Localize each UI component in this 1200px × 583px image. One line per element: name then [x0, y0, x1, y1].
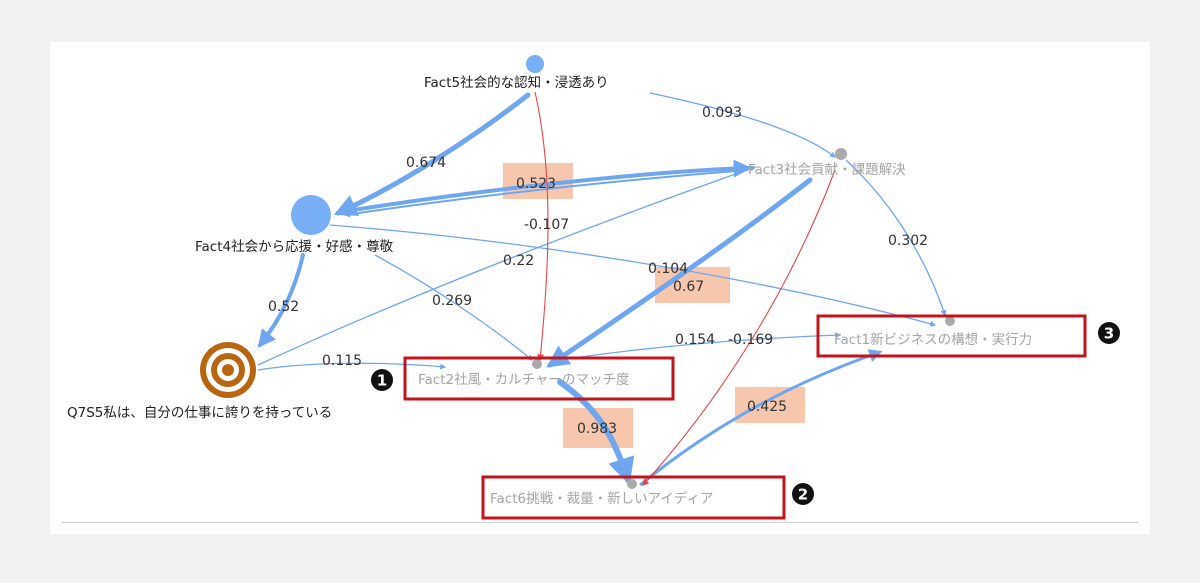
path-diagram: Fact5社会的な認知・浸透あり Fact4社会から応援・好感・尊敬 Fact3…	[67, 55, 1120, 520]
edge-fact5-fact2	[534, 91, 549, 362]
node-fact3-circle[interactable]	[835, 148, 847, 160]
edge-label-fact4-fact3: 0.523	[516, 176, 556, 192]
edge-fact4-fact2	[374, 254, 533, 361]
diagram-panel: Fact5社会的な認知・浸透あり Fact4社会から応援・好感・尊敬 Fact3…	[50, 42, 1150, 534]
edge-label-fact2-fact1: 0.154	[675, 332, 715, 348]
edge-label-fact5-fact2: -0.107	[524, 217, 569, 233]
node-fact1-label: Fact1新ビジネスの構想・実行力	[834, 332, 1032, 348]
node-fact2-circle[interactable]	[532, 359, 542, 369]
svg-text:1: 1	[377, 372, 387, 390]
target-icon[interactable]	[200, 342, 256, 398]
edge-label-fact3-fact1: 0.302	[888, 233, 928, 249]
highlight-box-fact6	[481, 475, 786, 520]
edge-label-fact6-fact1: 0.425	[747, 399, 787, 415]
svg-text:3: 3	[1104, 325, 1114, 343]
edge-fact2-fact1	[559, 332, 842, 361]
edge-label-fact3-fact2: 0.67	[673, 279, 704, 295]
node-fact4-circle[interactable]	[291, 195, 331, 235]
edge-fact5-fact4	[333, 92, 531, 216]
edge-label-fact5-fact3: 0.093	[702, 105, 742, 121]
node-q7s5-label: Q7S5私は、自分の仕事に誇りを持っている	[67, 405, 332, 421]
edge-fact4-fact3	[338, 159, 752, 214]
edge-fact3-fact2	[546, 177, 813, 368]
edge-label-fact4-fact2: 0.269	[432, 293, 472, 309]
edge-fact4-q7s5	[257, 253, 305, 348]
edge-label-fact4-fact1: 0.104	[648, 261, 688, 277]
edge-q7s5-fact2	[257, 362, 447, 371]
edge-label-fact3-fact6: -0.169	[728, 332, 773, 348]
svg-text:2: 2	[798, 486, 808, 504]
edge-fact2-fact6	[557, 379, 635, 486]
node-fact2-label: Fact2社風・カルチャーのマッチ度	[418, 372, 629, 388]
node-fact3-label: Fact3社会貢献・課題解決	[748, 162, 906, 178]
node-fact5-circle[interactable]	[526, 55, 544, 73]
edge-label-q7s5-fact2: 0.115	[322, 353, 362, 369]
edge-fact3-fact4	[343, 169, 749, 218]
node-fact4-label: Fact4社会から応援・好感・尊敬	[195, 238, 394, 255]
edge-q7s5-fact3	[257, 165, 757, 366]
edge-label-highlight-425	[735, 387, 805, 423]
edge-fact6-fact1	[639, 349, 883, 487]
edge-label-fact4-q7s5: 0.52	[268, 299, 299, 315]
edge-fact5-fact3	[649, 92, 836, 158]
edge-fact4-fact1	[329, 224, 937, 327]
node-fact6-circle[interactable]	[627, 479, 637, 489]
edge-fact3-fact6	[642, 169, 836, 487]
node-fact5-label: Fact5社会的な認知・浸透あり	[424, 74, 609, 91]
highlight-box-fact2	[403, 356, 675, 401]
edge-label-q7s5-fact3: 0.22	[503, 253, 534, 269]
edge-label-fact2-fact6: 0.983	[577, 421, 617, 437]
node-fact1-circle[interactable]	[945, 316, 955, 326]
bottom-divider	[62, 522, 1138, 523]
marker-1: 1	[371, 369, 393, 391]
marker-3: 3	[1098, 322, 1120, 344]
marker-2: 2	[792, 483, 814, 505]
edge-label-fact5-fact4: 0.674	[406, 155, 446, 171]
edge-fact3-fact1	[845, 159, 947, 317]
node-fact6-label: Fact6挑戦・裁量・新しいアイディア	[490, 490, 713, 507]
highlight-box-fact1	[816, 314, 1087, 358]
